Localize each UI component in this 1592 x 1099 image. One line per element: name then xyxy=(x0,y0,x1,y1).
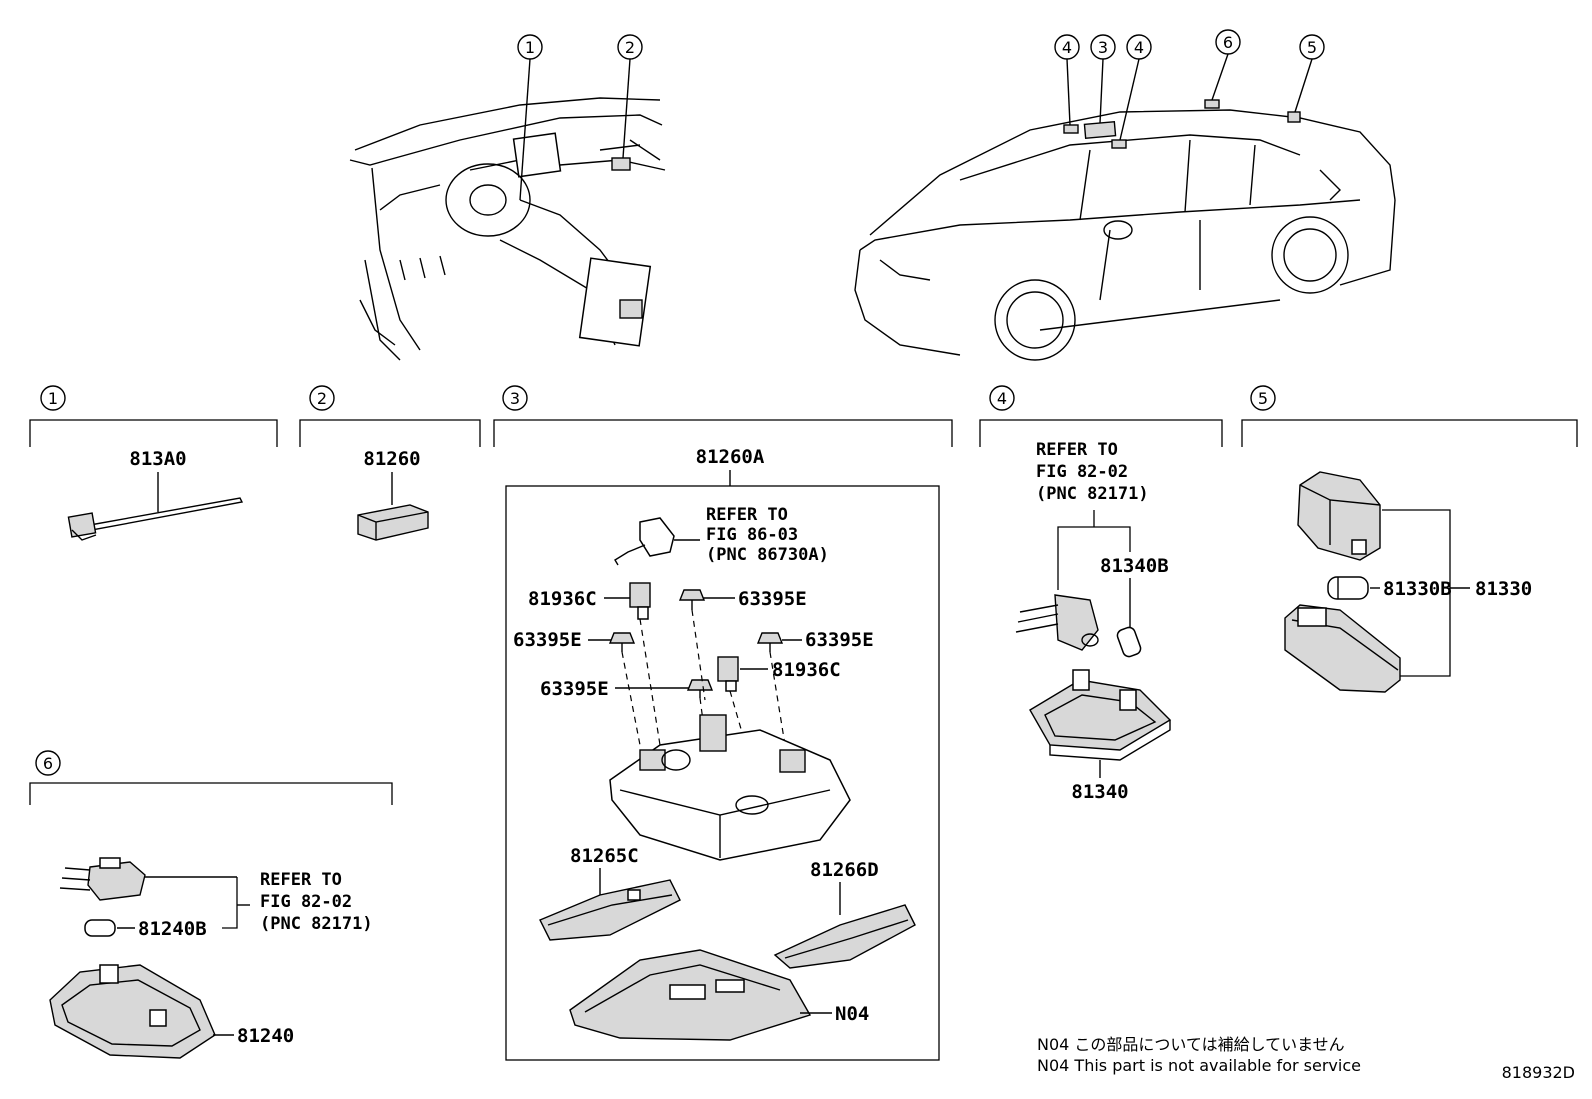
clip-63395E-a xyxy=(678,589,706,610)
figure-id: 818932D xyxy=(1502,1063,1575,1082)
assembly-box xyxy=(505,485,940,1061)
section-6: 6 81240B REFER TO FIG 82-02 (PNC 82171) … xyxy=(29,750,393,1059)
lens-81266D xyxy=(773,904,916,969)
socket-wire-part xyxy=(1015,594,1099,651)
svg-text:4: 4 xyxy=(1062,38,1072,57)
part-81266D-label: 81266D xyxy=(810,859,879,881)
svg-text:FIG 82-02: FIG 82-02 xyxy=(260,892,352,912)
part-81340-label: 81340 xyxy=(1071,781,1128,803)
reference-fig-82-02-a: REFER TO FIG 82-02 (PNC 82171) xyxy=(1036,440,1149,504)
bulb-81330B xyxy=(1327,576,1369,600)
dashboard-illustration xyxy=(349,97,666,361)
part-81340B-label: 81340B xyxy=(1100,555,1169,577)
callout-4b-top: 4 xyxy=(1119,34,1152,141)
bulb-81240B xyxy=(84,919,116,937)
svg-text:1: 1 xyxy=(525,38,535,57)
svg-text:2: 2 xyxy=(317,389,327,408)
part-81330B-label: 81330B xyxy=(1383,578,1452,600)
part-81330-label: 81330 xyxy=(1475,578,1532,600)
section-1: 1 813A0 xyxy=(29,385,278,541)
callout-3-top: 3 xyxy=(1090,34,1116,124)
reference-fig-86-03: REFER TO FIG 86-03 (PNC 86730A) xyxy=(614,505,829,566)
switch-part-81260 xyxy=(357,504,429,541)
clip-63395E-c xyxy=(756,632,784,652)
part-63395E-label-b: 63395E xyxy=(513,629,582,651)
callout-6-top: 6 xyxy=(1211,29,1241,101)
svg-text:(PNC 86730A): (PNC 86730A) xyxy=(706,545,829,565)
svg-text:4: 4 xyxy=(1134,38,1144,57)
bezel-N04 xyxy=(569,949,812,1041)
svg-text:REFER TO: REFER TO xyxy=(706,505,788,525)
clip-63395E-b xyxy=(608,632,636,652)
bulb-socket-81936C-b xyxy=(717,656,739,692)
section-4: 4 REFER TO FIG 82-02 (PNC 82171) 81340B … xyxy=(979,385,1223,803)
section-5: 5 81330B 81330 xyxy=(1241,385,1578,693)
svg-text:FIG 82-02: FIG 82-02 xyxy=(1036,462,1128,482)
callout-5-top: 5 xyxy=(1294,34,1325,113)
lens-81265C xyxy=(539,879,681,941)
part-81936C-label-b: 81936C xyxy=(772,659,841,681)
bulb-81340B xyxy=(1116,626,1142,658)
part-81260-label: 81260 xyxy=(363,448,420,470)
svg-text:5: 5 xyxy=(1307,38,1317,57)
bulb-socket-81936C-a xyxy=(629,582,651,620)
part-63395E-label-d: 63395E xyxy=(540,678,609,700)
note-japanese: N04 この部品については補給していません xyxy=(1037,1035,1345,1054)
svg-text:(PNC 82171): (PNC 82171) xyxy=(1036,484,1149,504)
part-81936C-label-a: 81936C xyxy=(528,588,597,610)
part-81240-label: 81240 xyxy=(237,1025,294,1047)
socket-wire-part-6 xyxy=(59,857,146,901)
svg-text:4: 4 xyxy=(997,389,1007,408)
part-81265C-label: 81265C xyxy=(570,845,639,867)
svg-text:REFER TO: REFER TO xyxy=(1036,440,1118,460)
svg-text:6: 6 xyxy=(43,754,53,773)
wire-sensor-part xyxy=(67,497,244,541)
footnotes: N04 この部品については補給していません N04 This part is n… xyxy=(1037,1035,1361,1075)
svg-text:3: 3 xyxy=(1098,38,1108,57)
svg-text:3: 3 xyxy=(510,389,520,408)
part-813A0-label: 813A0 xyxy=(129,448,186,470)
lamp-base-81330 xyxy=(1284,604,1401,693)
callout-1-top: 1 xyxy=(517,34,543,201)
map-lamp-housing xyxy=(609,714,851,861)
lamp-cover-81330 xyxy=(1297,471,1381,561)
part-81240B-label: 81240B xyxy=(138,918,207,940)
svg-text:REFER TO: REFER TO xyxy=(260,870,342,890)
lamp-housing-81240 xyxy=(49,964,216,1059)
part-N04-label: N04 xyxy=(835,1003,869,1025)
top-callouts: 1 2 4 3 4 6 5 xyxy=(517,29,1325,201)
svg-text:2: 2 xyxy=(625,38,635,57)
svg-text:1: 1 xyxy=(48,389,58,408)
section-2: 2 81260 xyxy=(299,385,481,541)
part-63395E-label-a: 63395E xyxy=(738,588,807,610)
callout-2-top: 2 xyxy=(617,34,643,159)
section-3: 3 81260A REFER TO FIG 86-03 (PNC 86730A)… xyxy=(493,385,953,1061)
svg-text:5: 5 xyxy=(1258,389,1268,408)
part-63395E-label-c: 63395E xyxy=(805,629,874,651)
svg-text:6: 6 xyxy=(1223,33,1233,52)
clip-63395E-d xyxy=(686,679,714,698)
part-81260A-label: 81260A xyxy=(696,446,765,468)
callout-4a-top: 4 xyxy=(1054,34,1080,126)
car-illustration xyxy=(854,99,1396,361)
note-english: N04 This part is not available for servi… xyxy=(1037,1056,1361,1075)
svg-text:FIG 86-03: FIG 86-03 xyxy=(706,525,798,545)
reference-fig-82-02-b: REFER TO FIG 82-02 (PNC 82171) xyxy=(260,870,373,934)
lamp-housing-81340 xyxy=(1029,669,1172,761)
svg-text:(PNC 82171): (PNC 82171) xyxy=(260,914,373,934)
